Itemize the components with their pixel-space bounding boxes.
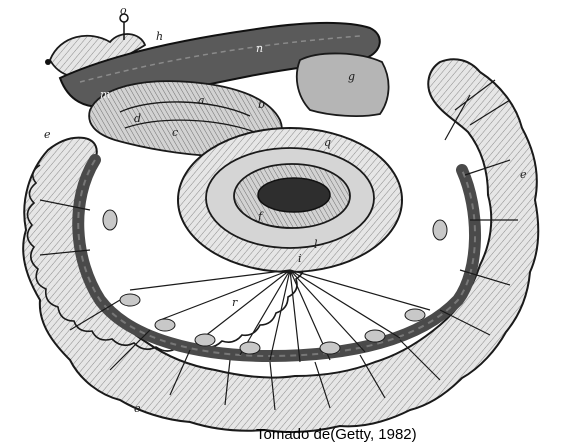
- label-d: d: [134, 112, 141, 125]
- label-c: c: [172, 126, 178, 139]
- label-i: i: [298, 252, 302, 265]
- label-g: g: [348, 70, 355, 83]
- label-a: a: [198, 94, 205, 107]
- label-o: o: [120, 4, 127, 17]
- label-e-right: e: [520, 168, 527, 181]
- label-h: h: [156, 30, 163, 43]
- label-m: m: [100, 88, 110, 101]
- label-q: q: [324, 136, 331, 149]
- label-e-bottom: e: [134, 402, 141, 415]
- label-e-left: e: [44, 128, 51, 141]
- label-l: l: [314, 238, 318, 251]
- cecum-block: [297, 53, 389, 116]
- label-n: n: [256, 42, 263, 55]
- source-caption: Tomado de(Getty, 1982): [256, 426, 417, 443]
- spiral-core: [258, 178, 330, 212]
- label-b: b: [258, 98, 265, 111]
- label-r: r: [232, 296, 238, 309]
